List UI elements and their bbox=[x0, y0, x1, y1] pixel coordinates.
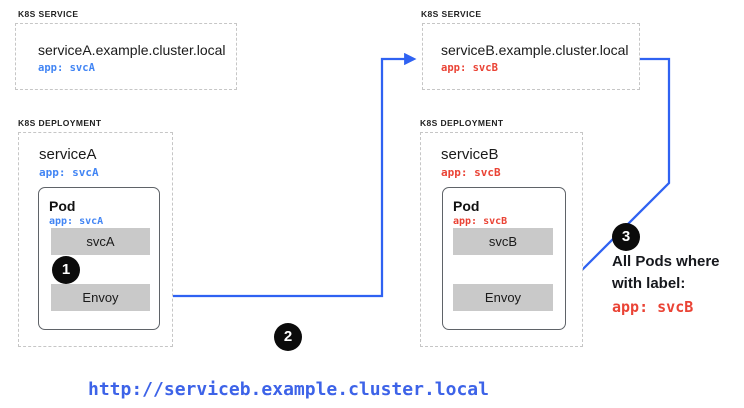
deployment-b-box: serviceB app: svcB Pod app: svcB svcB En… bbox=[420, 132, 583, 347]
pod-b-app-container: svcB bbox=[453, 228, 553, 255]
service-a-hostname: serviceA.example.cluster.local bbox=[38, 42, 226, 58]
step-3-annotation: All Pods where with label: app: svcB bbox=[612, 251, 720, 316]
deployment-b-name: serviceB bbox=[441, 146, 499, 163]
service-b-hostname: serviceB.example.cluster.local bbox=[441, 42, 629, 58]
service-b-kind-label: K8S SERVICE bbox=[421, 9, 482, 19]
pod-b-title: Pod bbox=[453, 198, 480, 214]
step-3-badge: 3 bbox=[612, 223, 640, 251]
service-a-box: serviceA.example.cluster.local app: svcA bbox=[15, 23, 237, 90]
deployment-a-box: serviceA app: svcA Pod app: svcA svcA En… bbox=[18, 132, 173, 347]
pod-b-envoy-container: Envoy bbox=[453, 284, 553, 311]
step-1-badge: 1 bbox=[52, 256, 80, 284]
pod-a-envoy-container: Envoy bbox=[51, 284, 150, 311]
deployment-a-selector: app: svcA bbox=[39, 166, 99, 179]
pod-b-selector: app: svcB bbox=[453, 216, 508, 227]
pod-a-app-container: svcA bbox=[51, 228, 150, 255]
annotation-selector: app: svcB bbox=[612, 298, 694, 316]
service-a-kind-label: K8S SERVICE bbox=[18, 9, 79, 19]
service-b-box: serviceB.example.cluster.local app: svcB bbox=[422, 23, 640, 90]
arrow-envoy-a-to-service-b-icon bbox=[152, 52, 417, 298]
annotation-line-1: All Pods where bbox=[612, 253, 720, 270]
annotation-line-2: with label: bbox=[612, 275, 686, 292]
pod-a-box: Pod app: svcA svcA Envoy bbox=[38, 187, 160, 330]
deployment-b-kind-label: K8S DEPLOYMENT bbox=[420, 118, 504, 128]
deployment-b-selector: app: svcB bbox=[441, 166, 501, 179]
step-2-badge: 2 bbox=[274, 323, 302, 351]
service-b-selector: app: svcB bbox=[441, 62, 498, 74]
pod-a-selector: app: svcA bbox=[49, 216, 104, 227]
request-url: http://serviceb.example.cluster.local bbox=[88, 379, 489, 400]
deployment-a-name: serviceA bbox=[39, 146, 97, 163]
pod-b-box: Pod app: svcB svcB Envoy bbox=[442, 187, 566, 330]
pod-a-title: Pod bbox=[49, 198, 76, 214]
service-a-selector: app: svcA bbox=[38, 62, 95, 74]
deployment-a-kind-label: K8S DEPLOYMENT bbox=[18, 118, 102, 128]
